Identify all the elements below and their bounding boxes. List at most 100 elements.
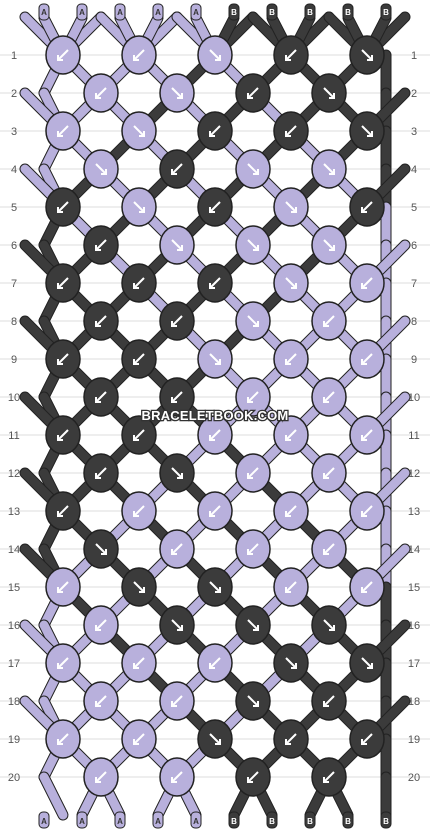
- knot-arrow-icon: [171, 87, 183, 99]
- knot-arrowhead-icon: [57, 511, 63, 517]
- knot-arrow-icon: [247, 391, 259, 403]
- knot-arrowhead-icon: [247, 93, 253, 99]
- knot-arrowhead-icon: [57, 359, 63, 365]
- knot-arrow-icon: [247, 619, 259, 631]
- knot-arrow-icon: [247, 467, 259, 479]
- row-number-right: 16: [408, 620, 420, 632]
- knot-arrowhead-icon: [361, 435, 367, 441]
- knot-arrowhead-icon: [57, 663, 63, 669]
- knot-arrow-icon: [95, 87, 107, 99]
- knot-arrow-icon: [247, 239, 259, 251]
- strand-end-top: [228, 3, 240, 21]
- knot-arrowhead-icon: [95, 701, 101, 707]
- row-number-right: 17: [408, 658, 420, 670]
- strand-end-bottom: [380, 811, 392, 829]
- knot-arrowhead-icon: [177, 93, 183, 99]
- knot-arrow-icon: [57, 657, 69, 669]
- knot-arrowhead-icon: [329, 169, 335, 175]
- knot-arrowhead-icon: [361, 587, 367, 593]
- strand-label-top: A: [193, 8, 199, 17]
- knot-arrowhead-icon: [253, 321, 259, 327]
- strand-segment: [39, 772, 68, 820]
- strand-label-top: A: [155, 8, 161, 17]
- knot-arrowhead-icon: [171, 701, 177, 707]
- knot-arrowhead-icon: [171, 777, 177, 783]
- knot-arrowhead-icon: [95, 473, 101, 479]
- knot-arrowhead-icon: [361, 739, 367, 745]
- knot-arrow-icon: [209, 505, 221, 517]
- row-number-left: 14: [8, 544, 20, 556]
- row-number-right: 3: [411, 126, 417, 138]
- knot-arrow-icon: [209, 733, 221, 745]
- strand-label-bottom: B: [307, 817, 313, 826]
- knot-arrowhead-icon: [247, 549, 253, 555]
- knot-arrow-icon: [209, 277, 221, 289]
- strand-label-bottom: A: [41, 817, 47, 826]
- knot-arrowhead-icon: [209, 663, 215, 669]
- knot-arrowhead-icon: [139, 131, 145, 137]
- knot-arrowhead-icon: [171, 397, 177, 403]
- knot-arrow-icon: [285, 657, 297, 669]
- knot-arrow-icon: [57, 201, 69, 213]
- row-number-left: 3: [11, 126, 17, 138]
- knot-arrowhead-icon: [361, 359, 367, 365]
- knot-arrow-icon: [171, 315, 183, 327]
- row-number-left: 10: [8, 392, 20, 404]
- knot-arrow-icon: [133, 353, 145, 365]
- knot-arrow-icon: [323, 239, 335, 251]
- knot-arrowhead-icon: [329, 93, 335, 99]
- knot-arrow-icon: [285, 505, 297, 517]
- knot-arrowhead-icon: [209, 435, 215, 441]
- knot-arrow-icon: [95, 391, 107, 403]
- knot-arrow-icon: [95, 771, 107, 783]
- knot-arrowhead-icon: [209, 511, 215, 517]
- knot-arrow-icon: [171, 771, 183, 783]
- knot-arrowhead-icon: [285, 55, 291, 61]
- knot-arrow-icon: [361, 733, 373, 745]
- knot-arrowhead-icon: [247, 397, 253, 403]
- knot-arrowhead-icon: [253, 169, 259, 175]
- row-number-left: 15: [8, 582, 20, 594]
- knot-arrowhead-icon: [291, 663, 297, 669]
- knot-arrow-icon: [209, 657, 221, 669]
- knot-arrow-icon: [209, 201, 221, 213]
- knot-arrow-icon: [323, 391, 335, 403]
- row-number-right: 15: [408, 582, 420, 594]
- knot-arrow-icon: [209, 49, 221, 61]
- knot-arrow-icon: [95, 315, 107, 327]
- strand-end-bottom: [76, 811, 88, 829]
- strand-label-bottom: B: [269, 817, 275, 826]
- strand-label-top: A: [79, 8, 85, 17]
- row-number-left: 9: [11, 354, 17, 366]
- knot-arrowhead-icon: [133, 739, 139, 745]
- row-number-left: 20: [8, 772, 20, 784]
- knot-arrowhead-icon: [139, 587, 145, 593]
- knot-arrow-icon: [323, 771, 335, 783]
- strand-end-top: [114, 3, 126, 21]
- knot-arrow-icon: [171, 467, 183, 479]
- knot-arrow-icon: [95, 619, 107, 631]
- row-number-left: 7: [11, 278, 17, 290]
- knot-arrowhead-icon: [329, 245, 335, 251]
- row-number-left: 16: [8, 620, 20, 632]
- knot-arrow-icon: [361, 125, 373, 137]
- knot-arrowhead-icon: [101, 549, 107, 555]
- knot-arrow-icon: [171, 543, 183, 555]
- knot-arrow-icon: [57, 581, 69, 593]
- knot-arrowhead-icon: [171, 321, 177, 327]
- strand-label-bottom: B: [383, 817, 389, 826]
- knot-arrow-icon: [361, 429, 373, 441]
- knot-arrow-icon: [133, 429, 145, 441]
- row-number-right: 18: [408, 696, 420, 708]
- knot-arrow-icon: [323, 467, 335, 479]
- strand-end-top: [152, 3, 164, 21]
- knot-arrowhead-icon: [253, 245, 259, 251]
- knot-arrowhead-icon: [133, 359, 139, 365]
- strand-end-bottom: [190, 811, 202, 829]
- knot-arrow-icon: [133, 733, 145, 745]
- knot-arrow-icon: [361, 581, 373, 593]
- row-number-right: 13: [408, 506, 420, 518]
- knot-arrowhead-icon: [323, 701, 329, 707]
- knot-arrow-icon: [247, 163, 259, 175]
- row-number-left: 18: [8, 696, 20, 708]
